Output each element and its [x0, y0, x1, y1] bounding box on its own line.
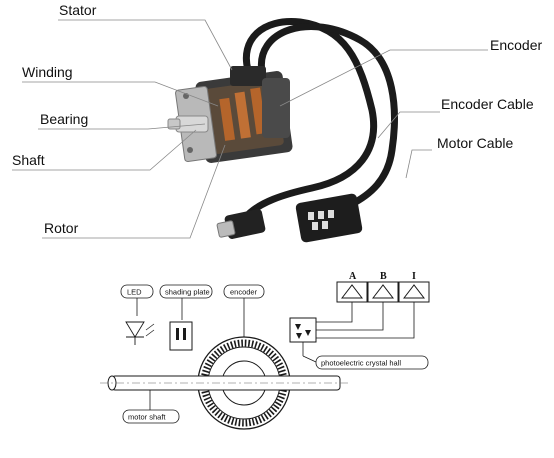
- label-motor-cable: Motor Cable: [437, 135, 513, 151]
- motor-body: [167, 66, 293, 163]
- label-shading-plate: shading plate: [165, 288, 210, 297]
- motor-shaft-label-box: [122, 390, 180, 424]
- motor-shaft-drawing: [100, 375, 350, 391]
- label-encoder-cable: Encoder Cable: [441, 96, 534, 112]
- channel-outputs: [316, 281, 430, 339]
- label-rotor: Rotor: [44, 220, 79, 236]
- label-shaft: Shaft: [12, 152, 45, 168]
- photoelectric-sensor: [289, 317, 429, 370]
- motor-cable-line: [241, 18, 378, 222]
- label-encoder-disc: encoder: [230, 288, 258, 297]
- label-encoder: Encoder: [490, 37, 542, 53]
- motor-connector: [216, 209, 266, 239]
- shading-plate-drawing: [169, 321, 193, 351]
- led-symbol: [125, 321, 155, 345]
- encoder-connector: [295, 193, 363, 243]
- led-box: [120, 284, 154, 316]
- label-photoelectric: photoelectric crystal hall: [321, 359, 401, 368]
- label-bearing: Bearing: [40, 111, 88, 127]
- label-led: LED: [127, 288, 142, 297]
- label-stator: Stator: [59, 2, 97, 18]
- encoder-principle-diagram: LED shading plate encoder: [100, 271, 430, 430]
- encoder-cable-line: [257, 23, 398, 209]
- encoder-label-box: [223, 284, 265, 337]
- label-channel-b: B: [380, 271, 387, 282]
- label-channel-i: I: [412, 271, 416, 282]
- shading-plate-box: [159, 284, 213, 320]
- leader-lines: [12, 19, 488, 239]
- servo-motor-illustration: Stator Winding Bearing Shaft Rotor Encod…: [12, 2, 542, 243]
- label-winding: Winding: [22, 64, 73, 80]
- label-channel-a: A: [349, 271, 357, 282]
- label-motor-shaft: motor shaft: [128, 413, 166, 422]
